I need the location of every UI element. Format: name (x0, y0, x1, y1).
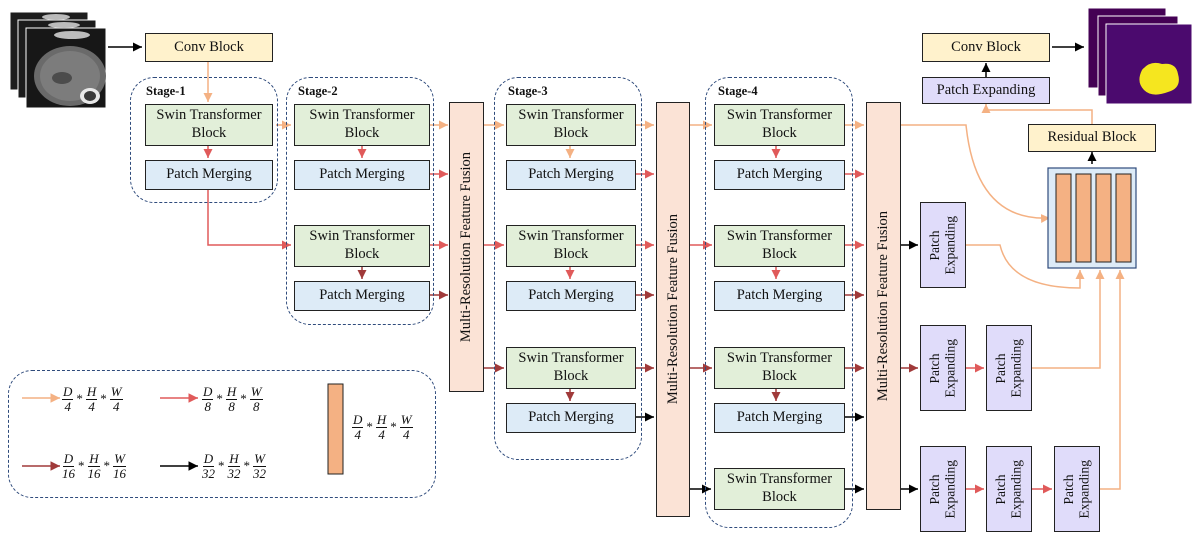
multiply-sign: * (100, 391, 107, 407)
patch-expanding-block: Patch Expanding (986, 325, 1032, 411)
swin-transformer-block: Swin Transformer Block (294, 104, 430, 146)
stage-1-label: Stage-1 (146, 84, 186, 98)
patch-merging-block: Patch Merging (294, 160, 430, 190)
multiply-sign: * (243, 458, 251, 474)
patch-expanding-label: Patch Expanding (927, 338, 958, 398)
patch-expanding-block: Patch Expanding (920, 202, 966, 288)
multi-resolution-feature-fusion: Multi-Resolution Feature Fusion (449, 102, 484, 392)
swin-transformer-block: Swin Transformer Block (506, 104, 636, 146)
multiply-sign: * (218, 458, 225, 474)
patch-expanding-label: Patch Expanding (1061, 459, 1092, 519)
swin-transformer-block: Swin Transformer Block (714, 347, 845, 389)
fusion-label: Multi-Resolution Feature Fusion (458, 151, 475, 343)
segmentation-mask-image (1087, 7, 1193, 105)
stage-3-label: Stage-3 (508, 84, 548, 98)
patch-expanding-block: Patch Expanding (920, 325, 966, 411)
patch-merging-block: Patch Merging (714, 403, 845, 433)
stage-2-container (286, 77, 434, 325)
residual-block: Residual Block (1028, 124, 1156, 152)
patch-expanding-block: Patch Expanding (986, 446, 1032, 532)
legend-box (8, 370, 436, 498)
patch-expanding-label: Patch Expanding (927, 459, 958, 519)
fusion-label: Multi-Resolution Feature Fusion (664, 214, 681, 405)
multi-resolution-feature-fusion: Multi-Resolution Feature Fusion (656, 102, 690, 517)
mri-slices-image (9, 11, 107, 109)
stage-2-label: Stage-2 (298, 84, 338, 98)
swin-transformer-block: Swin Transformer Block (714, 225, 845, 267)
patch-merging-block: Patch Merging (294, 281, 430, 311)
swin-transformer-block: Swin Transformer Block (506, 347, 636, 389)
swin-transformer-block: Swin Transformer Block (714, 104, 845, 146)
feature-stack-icon (1047, 167, 1137, 269)
patch-expanding-label: Patch Expanding (927, 215, 958, 275)
patch-expanding-block: Patch Expanding (920, 446, 966, 532)
patch-expanding-label: Patch Expanding (993, 338, 1024, 398)
input-conv-block: Conv Block (145, 33, 273, 62)
multiply-sign: * (216, 391, 223, 407)
swin-transformer-block: Swin Transformer Block (714, 468, 845, 510)
output-conv-block: Conv Block (922, 33, 1050, 62)
multiply-sign: * (240, 391, 247, 407)
multiply-sign: * (76, 391, 83, 407)
fusion-label: Multi-Resolution Feature Fusion (875, 210, 892, 402)
multiply-sign: * (390, 419, 397, 435)
patch-merging-block: Patch Merging (506, 403, 636, 433)
swin-transformer-block: Swin Transformer Block (145, 104, 273, 146)
stage-4-container (705, 77, 853, 528)
stage-4-label: Stage-4 (718, 84, 758, 98)
stage-3-container (494, 77, 642, 460)
swin-transformer-block: Swin Transformer Block (506, 225, 636, 267)
patch-merging-block: Patch Merging (145, 160, 273, 190)
patch-expanding-block: Patch Expanding (1054, 446, 1100, 532)
multiply-sign: * (366, 419, 373, 435)
multiply-sign: * (78, 458, 85, 474)
patch-merging-block: Patch Merging (506, 160, 636, 190)
patch-merging-block: Patch Merging (506, 281, 636, 311)
patch-merging-block: Patch Merging (714, 160, 845, 190)
stage-1-container (130, 77, 278, 203)
swin-transformer-block: Swin Transformer Block (294, 225, 430, 267)
multiply-sign: * (103, 458, 111, 474)
patch-merging-block: Patch Merging (714, 281, 845, 311)
multi-resolution-feature-fusion: Multi-Resolution Feature Fusion (866, 102, 901, 510)
patch-expanding-label: Patch Expanding (993, 459, 1024, 519)
patch-expanding-block: Patch Expanding (922, 77, 1050, 104)
